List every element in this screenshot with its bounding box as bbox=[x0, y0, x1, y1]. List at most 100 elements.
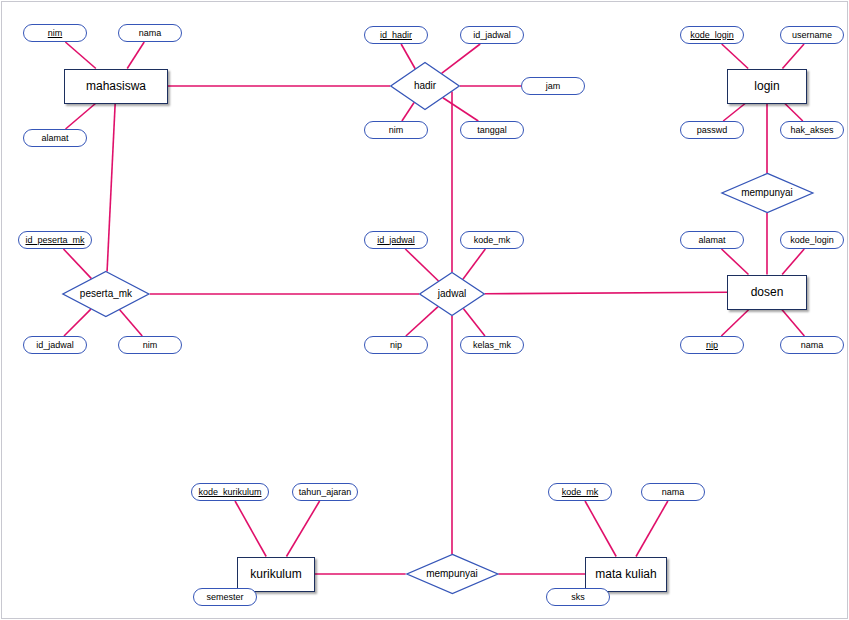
attribute-name: nama bbox=[801, 340, 824, 351]
entity-box: kurikulum bbox=[237, 557, 315, 592]
attribute-name: username bbox=[792, 30, 832, 41]
attribute-oval: nip bbox=[364, 336, 428, 354]
relationship-line bbox=[636, 501, 668, 557]
attribute-oval: id_hadir bbox=[364, 26, 428, 44]
attribute-oval: tahun_ajaran bbox=[292, 483, 359, 501]
attribute-name: id_jadwal bbox=[473, 30, 511, 41]
relationship-diamond: hadir bbox=[390, 62, 460, 110]
relationship-line bbox=[498, 573, 585, 575]
attribute-name: nip bbox=[390, 340, 402, 351]
attribute-oval: id_jadwal bbox=[23, 336, 87, 354]
relationship-line bbox=[168, 85, 390, 87]
entity-name: mahasiswa bbox=[86, 79, 146, 93]
relationship-line bbox=[127, 42, 144, 69]
relationship-diamond: peserta_mk bbox=[62, 271, 150, 317]
attribute-name: tahun_ajaran bbox=[299, 487, 352, 498]
attribute-oval: alamat bbox=[23, 129, 87, 147]
attribute-oval: kode_login bbox=[780, 231, 844, 249]
relationship-line bbox=[63, 249, 91, 279]
attribute-oval: hak_akses bbox=[780, 121, 844, 139]
relationship-line bbox=[451, 91, 453, 272]
relationship-line bbox=[463, 249, 485, 279]
relationship-line bbox=[442, 44, 481, 73]
relationship-line bbox=[722, 44, 748, 69]
attribute-oval: nim bbox=[364, 121, 428, 139]
relationship-line bbox=[785, 104, 803, 122]
attribute-name: nama bbox=[662, 487, 685, 498]
relationship-line bbox=[722, 249, 749, 275]
entity-name: mata kuliah bbox=[595, 567, 656, 581]
relationship-line bbox=[723, 104, 745, 122]
attribute-name: kode_kurikulum bbox=[198, 487, 261, 498]
attribute-oval: jam bbox=[521, 77, 585, 95]
relationship-line bbox=[782, 310, 805, 337]
entity-name: kurikulum bbox=[250, 567, 301, 581]
attribute-oval: kode_mk bbox=[460, 231, 524, 249]
relationship-line bbox=[315, 573, 406, 575]
attribute-oval: sks bbox=[546, 588, 610, 606]
relationship-line bbox=[766, 104, 768, 174]
relationship-name: jadwal bbox=[438, 288, 466, 300]
entity-box: login bbox=[727, 69, 807, 104]
relationship-line bbox=[782, 44, 804, 69]
relationship-name: hadir bbox=[414, 80, 436, 92]
relationship-line bbox=[443, 98, 478, 121]
attribute-oval: id_jadwal bbox=[460, 26, 524, 44]
attribute-oval: nama bbox=[641, 483, 705, 501]
attribute-oval: passwd bbox=[680, 121, 744, 139]
attribute-oval: kode_login bbox=[680, 26, 744, 44]
relationship-line bbox=[107, 104, 115, 272]
attribute-name: id_jadwal bbox=[36, 340, 74, 351]
relationship-diamond: mempunyai bbox=[406, 554, 499, 594]
relationship-line bbox=[120, 310, 143, 336]
attribute-name: kode_mk bbox=[562, 487, 599, 498]
relationship-line bbox=[286, 501, 319, 557]
relationship-diamond: jadwal bbox=[419, 272, 485, 316]
attribute-name: hak_akses bbox=[790, 125, 833, 136]
attribute-name: kode_mk bbox=[474, 235, 511, 246]
attribute-name: sks bbox=[571, 592, 585, 603]
attribute-name: nip bbox=[706, 340, 718, 351]
relationship-line bbox=[150, 293, 419, 295]
attribute-oval: kelas_mk bbox=[460, 336, 524, 354]
attribute-name: kode_login bbox=[790, 235, 834, 246]
attribute-oval: nama bbox=[118, 24, 182, 42]
attribute-name: nim bbox=[389, 125, 404, 136]
attribute-oval: nim bbox=[118, 336, 182, 354]
relationship-line bbox=[235, 501, 266, 557]
entity-name: dosen bbox=[751, 285, 784, 299]
attribute-name: nama bbox=[139, 28, 162, 39]
attribute-name: id_hadir bbox=[380, 30, 412, 41]
relationship-line bbox=[64, 309, 91, 336]
attribute-oval: tanggal bbox=[460, 121, 524, 139]
relationship-line bbox=[65, 42, 96, 69]
relationship-line bbox=[451, 316, 453, 554]
relationship-line bbox=[721, 310, 749, 337]
attribute-oval: kode_mk bbox=[548, 483, 612, 501]
relationship-name: mempunyai bbox=[741, 187, 793, 199]
relationship-line bbox=[401, 44, 415, 69]
attribute-name: alamat bbox=[698, 235, 725, 246]
entity-name: login bbox=[754, 79, 779, 93]
attribute-name: passwd bbox=[697, 125, 728, 136]
attribute-name: tanggal bbox=[477, 125, 507, 136]
relationship-name: mempunyai bbox=[426, 568, 478, 580]
entity-box: mahasiswa bbox=[64, 69, 168, 104]
attribute-name: nim bbox=[48, 28, 63, 39]
attribute-name: semester bbox=[206, 592, 243, 603]
attribute-oval: kode_kurikulum bbox=[191, 483, 268, 501]
relationship-name: peserta_mk bbox=[80, 288, 132, 300]
attribute-oval: alamat bbox=[680, 231, 744, 249]
relationship-line bbox=[406, 307, 438, 336]
relationship-line bbox=[585, 501, 616, 557]
entity-box: mata kuliah bbox=[585, 557, 666, 592]
attribute-name: kode_login bbox=[690, 30, 734, 41]
attribute-name: id_jadwal bbox=[377, 235, 415, 246]
attribute-oval: nip bbox=[680, 336, 744, 354]
relationship-line bbox=[66, 104, 96, 130]
attribute-oval: username bbox=[780, 26, 844, 44]
attribute-oval: id_jadwal bbox=[364, 231, 428, 249]
entity-box: dosen bbox=[727, 275, 807, 310]
attribute-name: id_peserta_mk bbox=[25, 235, 84, 246]
